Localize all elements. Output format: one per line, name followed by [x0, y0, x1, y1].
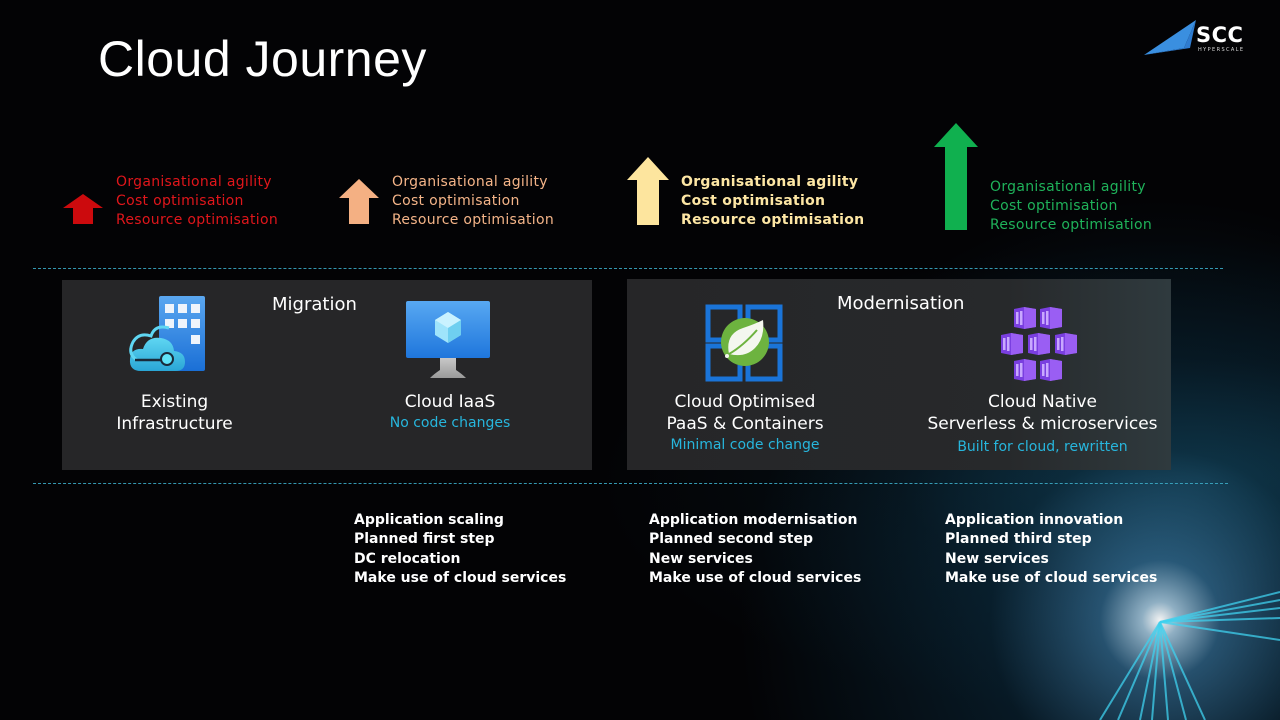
stage-cloud-iaas: Cloud IaaS No code changes	[370, 391, 530, 433]
outcomes-native: Application innovation Planned third ste…	[945, 511, 1157, 588]
slide-title: Cloud Journey	[98, 31, 427, 87]
outcome-item: Application modernisation	[649, 512, 858, 528]
migration-title: Migration	[272, 294, 357, 315]
stage-name: Cloud Optimised	[674, 392, 816, 412]
building-cloud-icon	[129, 296, 205, 371]
stage-cloud-native: Cloud Native Serverless & microservices …	[920, 391, 1165, 457]
stage-note: Built for cloud, rewritten	[957, 439, 1128, 455]
outcome-item: Make use of cloud services	[945, 569, 1158, 586]
benefits-level-high: Organisational agility Cost optimisation…	[681, 173, 864, 230]
stage-name: Serverless & microservices	[927, 414, 1158, 434]
stage-note: Minimal code change	[670, 437, 820, 453]
outcomes-paas: Application modernisation Planned second…	[649, 511, 861, 588]
benefit-item: Cost optimisation	[392, 193, 520, 209]
logo-subtitle: HYPERSCALE	[1198, 47, 1245, 53]
benefit-item: Cost optimisation	[116, 193, 244, 209]
outcome-item: Make use of cloud services	[649, 569, 862, 586]
arrow-up-xlarge-green-icon	[934, 123, 978, 230]
benefits-level-low: Organisational agility Cost optimisation…	[116, 173, 278, 230]
outcome-item: Make use of cloud services	[354, 569, 567, 586]
benefit-item: Organisational agility	[990, 179, 1146, 195]
stage-existing-infrastructure: Existing Infrastructure	[92, 391, 257, 435]
logo-brand: SCC	[1196, 23, 1244, 47]
virtual-machine-icon	[406, 301, 490, 378]
spring-apps-icon	[705, 304, 783, 382]
divider-bottom	[33, 483, 1228, 484]
outcome-item: Planned second step	[649, 531, 813, 548]
outcome-item: New services	[649, 550, 753, 567]
benefit-item: Organisational agility	[116, 174, 272, 190]
scc-logo-icon	[1144, 20, 1196, 55]
stage-name: Existing	[140, 392, 209, 412]
benefit-item: Organisational agility	[681, 174, 859, 190]
outcome-item: Application scaling	[354, 512, 504, 528]
outcome-item: DC relocation	[354, 550, 461, 567]
stage-name: Infrastructure	[116, 414, 233, 434]
modernisation-panel	[627, 279, 1171, 470]
benefit-item: Resource optimisation	[116, 212, 279, 228]
stage-name: PaaS & Containers	[666, 414, 824, 434]
outcome-item: Application innovation	[945, 512, 1124, 528]
stage-note: No code changes	[389, 415, 511, 431]
stage-cloud-optimised: Cloud Optimised PaaS & Containers Minima…	[650, 391, 840, 455]
arrow-up-medium-peach-icon	[339, 179, 379, 224]
benefit-item: Cost optimisation	[990, 198, 1118, 214]
outcome-item: Planned first step	[354, 531, 495, 548]
divider-top	[33, 268, 1223, 269]
stage-name: Cloud IaaS	[404, 392, 496, 412]
benefit-item: Cost optimisation	[681, 193, 826, 209]
stage-name: Cloud Native	[987, 392, 1097, 412]
kubernetes-containers-icon	[1001, 307, 1077, 381]
benefit-item: Resource optimisation	[990, 217, 1153, 233]
migration-panel	[62, 280, 592, 470]
outcome-item: Planned third step	[945, 531, 1092, 548]
benefits-level-highest: Organisational agility Cost optimisation…	[990, 178, 1152, 235]
arrow-up-large-yellow-icon	[627, 157, 669, 225]
modernisation-title: Modernisation	[837, 293, 965, 314]
arrow-up-small-red-icon	[63, 194, 103, 224]
benefit-item: Resource optimisation	[681, 212, 865, 228]
benefit-item: Organisational agility	[392, 174, 548, 190]
benefits-level-medium: Organisational agility Cost optimisation…	[392, 173, 554, 230]
outcomes-iaas: Application scaling Planned first step D…	[354, 511, 566, 588]
outcome-item: New services	[945, 550, 1049, 567]
benefit-item: Resource optimisation	[392, 212, 555, 228]
